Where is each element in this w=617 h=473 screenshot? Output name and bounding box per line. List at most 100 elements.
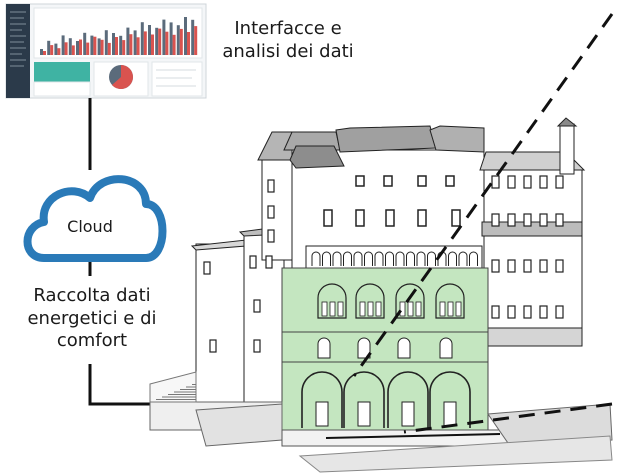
dashboard-bar [68, 38, 72, 55]
dashboard-bar [184, 17, 187, 55]
dashboard-bar [119, 35, 123, 55]
dashboard-bar [54, 43, 58, 55]
window [507, 175, 516, 189]
window [555, 259, 564, 273]
cloud-label: Cloud [67, 217, 113, 236]
dashboard-bar [115, 37, 118, 55]
dashboard-bar [179, 28, 183, 55]
label-interfaces: Interfacce e analisi dei dati [208, 18, 368, 63]
dashboard-bar [83, 32, 87, 55]
window [253, 299, 261, 313]
label-collection-line3: comfort [56, 330, 128, 351]
window [417, 175, 427, 187]
signal-line-upper [352, 13, 614, 377]
dashboard-bar [162, 19, 166, 56]
dashboard-bar [76, 41, 79, 55]
window [267, 205, 275, 219]
dashboard-bar [64, 42, 68, 55]
window [491, 213, 500, 227]
dashboard-bar [143, 31, 147, 55]
dashboard-bar [191, 19, 195, 55]
window [507, 259, 516, 273]
dashboard-bar [100, 39, 104, 55]
dashboard-thumbnail [5, 3, 207, 99]
dashboard-bar [158, 28, 162, 55]
dashboard-teal-card [34, 62, 90, 82]
dashboard-bar [104, 30, 108, 55]
dashboard-bar [148, 25, 151, 55]
window [491, 305, 500, 319]
window [451, 209, 461, 227]
dashboard-bar [172, 34, 176, 55]
window [539, 213, 548, 227]
window [523, 213, 532, 227]
window [523, 175, 532, 189]
window [265, 255, 273, 269]
upper-arches [311, 251, 478, 266]
window [355, 209, 365, 227]
dashboard-bar [86, 42, 90, 55]
label-collection-line1: Raccolta dati [33, 285, 151, 306]
label-interfaces-line2: analisi dei dati [222, 40, 354, 62]
window [267, 179, 275, 193]
dashboard-bar [97, 38, 101, 55]
dashboard-bar [155, 27, 159, 55]
window [491, 175, 500, 189]
dashboard-bar [50, 45, 54, 55]
dashboard-bar [93, 36, 97, 55]
dashboard-bar [40, 49, 43, 55]
dashboard-bar [194, 26, 198, 55]
dashboard-bar [133, 30, 137, 55]
window [523, 259, 532, 273]
window [507, 213, 516, 227]
window [539, 175, 548, 189]
window [417, 209, 427, 227]
dashboard-bar [61, 35, 65, 55]
dashboard-bar [129, 34, 133, 55]
window [507, 305, 516, 319]
window [323, 209, 333, 227]
window [523, 305, 532, 319]
window [555, 213, 564, 227]
dashboard-bar [169, 22, 173, 55]
dashboard-bar [112, 33, 115, 55]
signal-line-lower [403, 402, 613, 434]
window [491, 259, 500, 273]
dashboard-bar-chart [40, 17, 198, 56]
dashboard-bar [140, 22, 144, 55]
window [385, 209, 395, 227]
window [555, 305, 564, 319]
dashboard-bar [107, 42, 111, 55]
dashboard-sidebar [6, 4, 30, 98]
window [555, 175, 564, 189]
dashboard-bar [151, 34, 154, 55]
window [203, 261, 211, 275]
label-collection-line2: energetici e di [27, 307, 157, 329]
window [539, 305, 548, 319]
window [355, 175, 365, 187]
dashboard-bar [122, 40, 126, 55]
dashboard-bar [136, 37, 140, 55]
building-illustration [149, 117, 613, 473]
label-data-collection: Raccolta dati energetici e di comfort [6, 285, 178, 353]
window [383, 175, 393, 187]
dashboard-bar [71, 45, 75, 55]
upper-windows [203, 175, 461, 353]
dashboard-bar [79, 39, 82, 55]
dashboard-bar [47, 40, 51, 55]
window [267, 229, 275, 243]
window [253, 339, 261, 353]
cloud-icon [23, 175, 167, 262]
dashboard-bar [187, 32, 190, 55]
dashboard-bar [57, 48, 61, 55]
dashboard-bar [126, 27, 130, 55]
window [539, 259, 548, 273]
dashboard-bar [43, 51, 46, 55]
window [249, 255, 257, 269]
window [445, 175, 455, 187]
label-interfaces-line1: Interfacce e [234, 18, 342, 39]
dashboard-bar [165, 31, 169, 55]
highlighted-windows [301, 283, 471, 428]
